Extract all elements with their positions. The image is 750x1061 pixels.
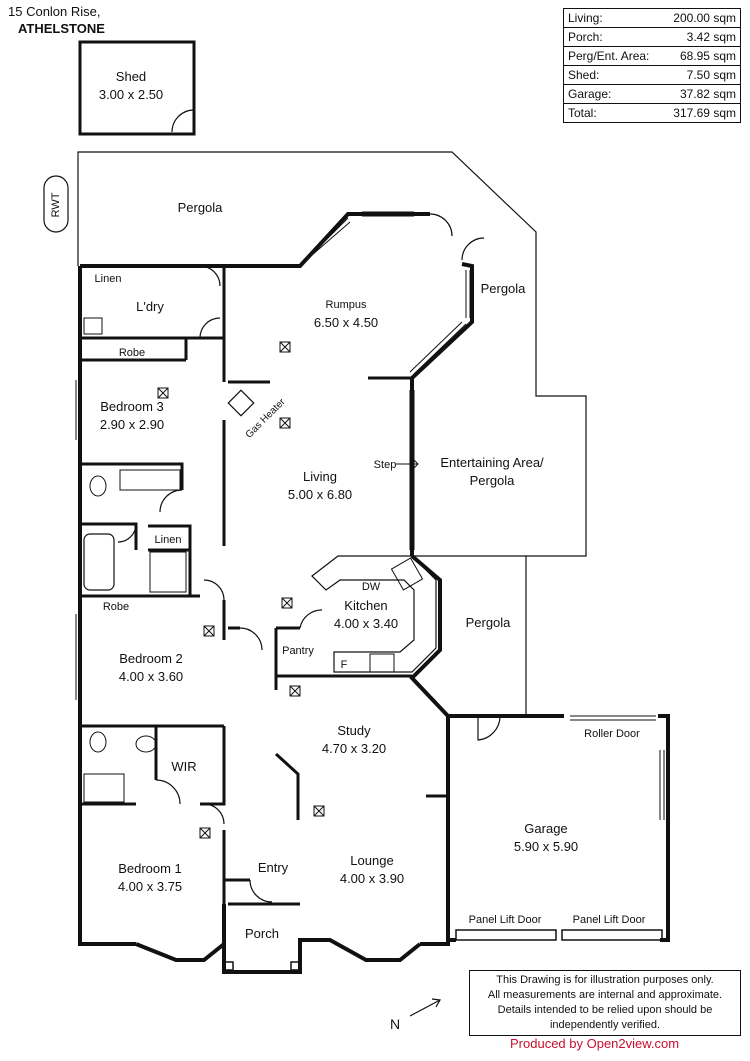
- panel-lift-door-1: [455, 929, 557, 941]
- kitchen-outer: [409, 554, 450, 946]
- area-row-total: Total:317.69 sqm: [568, 106, 736, 120]
- porch-post-right: [290, 961, 300, 971]
- internal-wall-h: [228, 376, 412, 384]
- living-slider: [409, 390, 415, 550]
- robe-mid-label: Robe: [102, 601, 130, 613]
- area-row-porch: Porch:3.42 sqm: [564, 28, 740, 47]
- entry-wall: [222, 830, 250, 904]
- area-row-garage: Garage:37.82 sqm: [564, 85, 740, 104]
- pantry-door: [299, 609, 323, 629]
- pergola-outline: [77, 151, 587, 557]
- left-wall-top: [80, 212, 430, 268]
- kitchen-counter: [311, 555, 437, 673]
- area-row-living: Living:200.00 sqm: [564, 9, 740, 28]
- address-suburb: ATHELSTONE: [18, 21, 105, 36]
- pantry-label: Pantry: [282, 645, 314, 657]
- produced-by-link[interactable]: Produced by Open2view.com: [510, 1036, 680, 1051]
- kitchen-sink: [390, 557, 424, 591]
- internal-wall-i: [228, 626, 412, 690]
- garage-door-swing: [477, 715, 501, 741]
- panel-lift-door-1-label: Panel Lift Door: [468, 914, 542, 926]
- disclaimer-box: This Drawing is for illustration purpose…: [469, 970, 741, 1036]
- rumpus-wall-right: [410, 262, 474, 556]
- pergola-top-label: Pergola: [177, 200, 223, 215]
- address-line-1: 15 Conlon Rise,: [8, 4, 101, 19]
- panel-lift-door-2: [561, 929, 663, 941]
- area-summary-table: Living:200.00 sqm Porch:3.42 sqm Perg/En…: [563, 8, 741, 123]
- gas-heater: [227, 389, 255, 417]
- rumpus-window-diag: [409, 321, 467, 375]
- porch-post-left: [224, 961, 234, 971]
- rwt-tank: [43, 175, 69, 233]
- bath: [83, 533, 115, 591]
- rumpus-window-right: [465, 270, 471, 318]
- wir-label: WIR: [171, 759, 197, 774]
- shower: [149, 551, 187, 593]
- step-arrow: [396, 457, 419, 471]
- rumpus-window: [299, 217, 351, 267]
- fridge-label: F: [340, 659, 348, 671]
- internal-wall-d: [148, 524, 192, 596]
- area-row-pergola: Perg/Ent. Area:68.95 sqm: [564, 47, 740, 66]
- pergola-mid-label: Pergola: [465, 615, 511, 630]
- porch-label: Porch: [245, 926, 279, 941]
- garage-side-window: [659, 750, 665, 820]
- north-label: N: [390, 1016, 401, 1032]
- pergola-right-label: Pergola: [480, 281, 526, 296]
- internal-wall-e: [80, 594, 224, 728]
- robe-top-label: Robe: [118, 347, 146, 359]
- entertaining-label: Entertaining Area/Pergola: [440, 455, 544, 488]
- front-wall: [135, 904, 422, 974]
- linen-mid-label: Linen: [154, 534, 182, 546]
- linen-top-label: Linen: [94, 273, 122, 285]
- study-wall: [274, 752, 448, 820]
- panel-lift-door-2-label: Panel Lift Door: [572, 914, 646, 926]
- garage-wall: [448, 714, 670, 942]
- entry-label: Entry: [257, 860, 289, 875]
- vanity: [119, 469, 181, 491]
- shed-outline: [78, 40, 196, 136]
- door-swings: [117, 265, 273, 903]
- laundry-label: L'dry: [136, 299, 164, 314]
- area-row-shed: Shed:7.50 sqm: [564, 66, 740, 85]
- rumpus-door: [429, 213, 485, 261]
- rwt-label: RWT: [50, 192, 62, 218]
- roller-door: [570, 715, 656, 721]
- shed-door: [171, 109, 195, 133]
- kitchen-cooktop: [369, 653, 395, 673]
- toilet-1: [89, 475, 107, 497]
- ensuite-shower: [83, 773, 125, 803]
- roller-door-label: Roller Door: [584, 728, 640, 740]
- rumpus-window-top: [362, 211, 414, 217]
- internal-wall-b: [80, 336, 224, 362]
- dishwasher-label: DW: [361, 581, 381, 593]
- step-label: Step: [373, 459, 397, 471]
- ensuite-basin: [135, 735, 157, 753]
- laundry-tub: [83, 317, 103, 335]
- north-arrow: [409, 998, 441, 1017]
- toilet-2: [89, 731, 107, 753]
